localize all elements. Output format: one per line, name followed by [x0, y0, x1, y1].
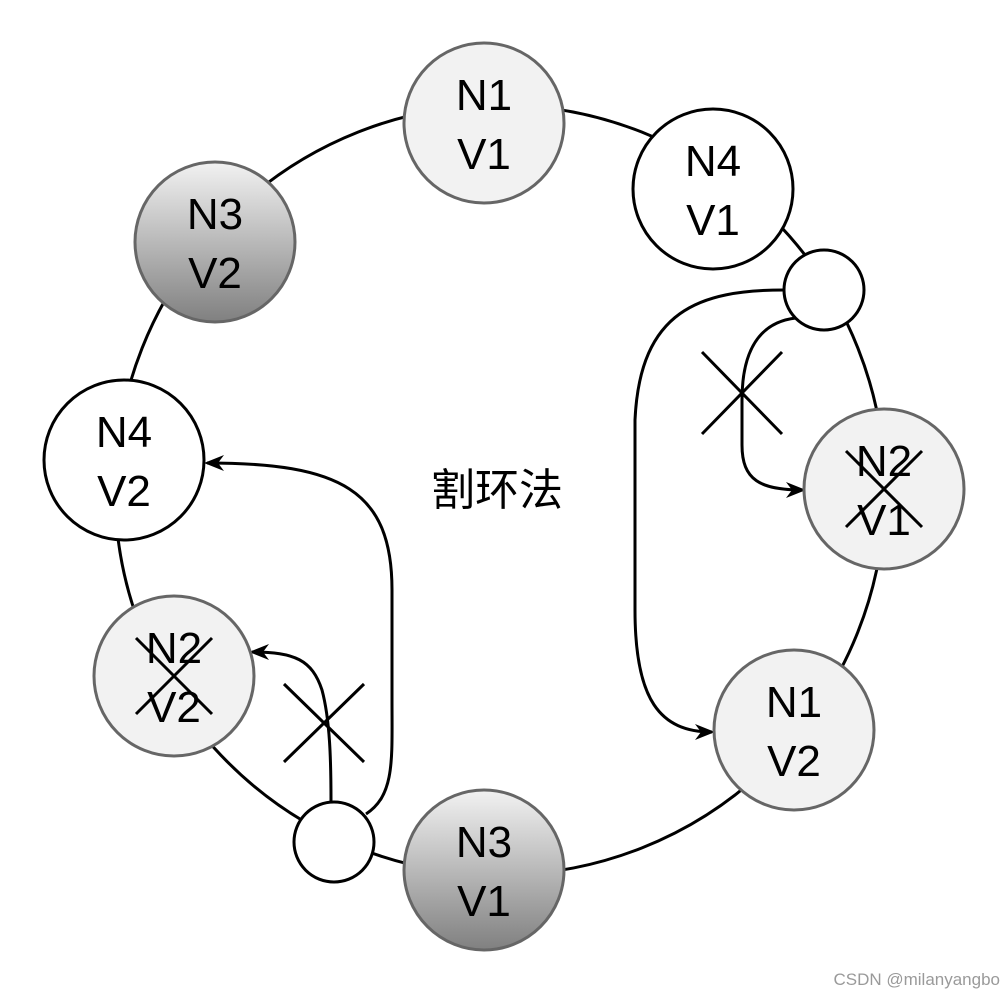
node-circle [402, 41, 566, 205]
node-label-line2: V1 [686, 196, 740, 245]
node-label-line2: V2 [147, 683, 201, 732]
node-label-line1: N4 [96, 408, 152, 457]
node-label-line2: V2 [767, 737, 821, 786]
node-label-line1: N2 [856, 437, 912, 486]
node-circle [712, 648, 876, 812]
node-label-line1: N4 [685, 137, 741, 186]
arrow-left-long-to-n4v2 [204, 455, 394, 816]
node-circle [133, 160, 297, 324]
node-circle [631, 107, 795, 271]
node-label-line2: V1 [457, 877, 511, 926]
arrow-left-short-to-n2v2 [249, 644, 333, 803]
watermark-text: CSDN @milanyangbo [833, 970, 1000, 989]
node-circle [42, 378, 206, 542]
node-label-line1: N2 [146, 624, 202, 673]
node-crossed-out-mark [844, 449, 924, 529]
ring-marker-circle-left [292, 800, 376, 884]
diagram-title: 割环法 [431, 465, 563, 516]
node-label-line1: N3 [187, 190, 243, 239]
node-label-line2: V1 [457, 130, 511, 179]
node-label-line1: N1 [456, 71, 512, 120]
cross-mark-left [282, 682, 366, 764]
node-label-line1: N1 [766, 678, 822, 727]
cross-mark-right [700, 350, 784, 436]
node-label-line2: V2 [97, 467, 151, 516]
node-crossed-out-mark [134, 636, 214, 716]
node-label-line2: V1 [857, 496, 911, 545]
node-label-line1: N3 [456, 818, 512, 867]
node-circle [402, 788, 566, 952]
arrow-right-long-to-n1v2 [633, 288, 785, 740]
arrow-right-short-to-n2v1 [740, 316, 806, 498]
node-label-line2: V2 [188, 249, 242, 298]
